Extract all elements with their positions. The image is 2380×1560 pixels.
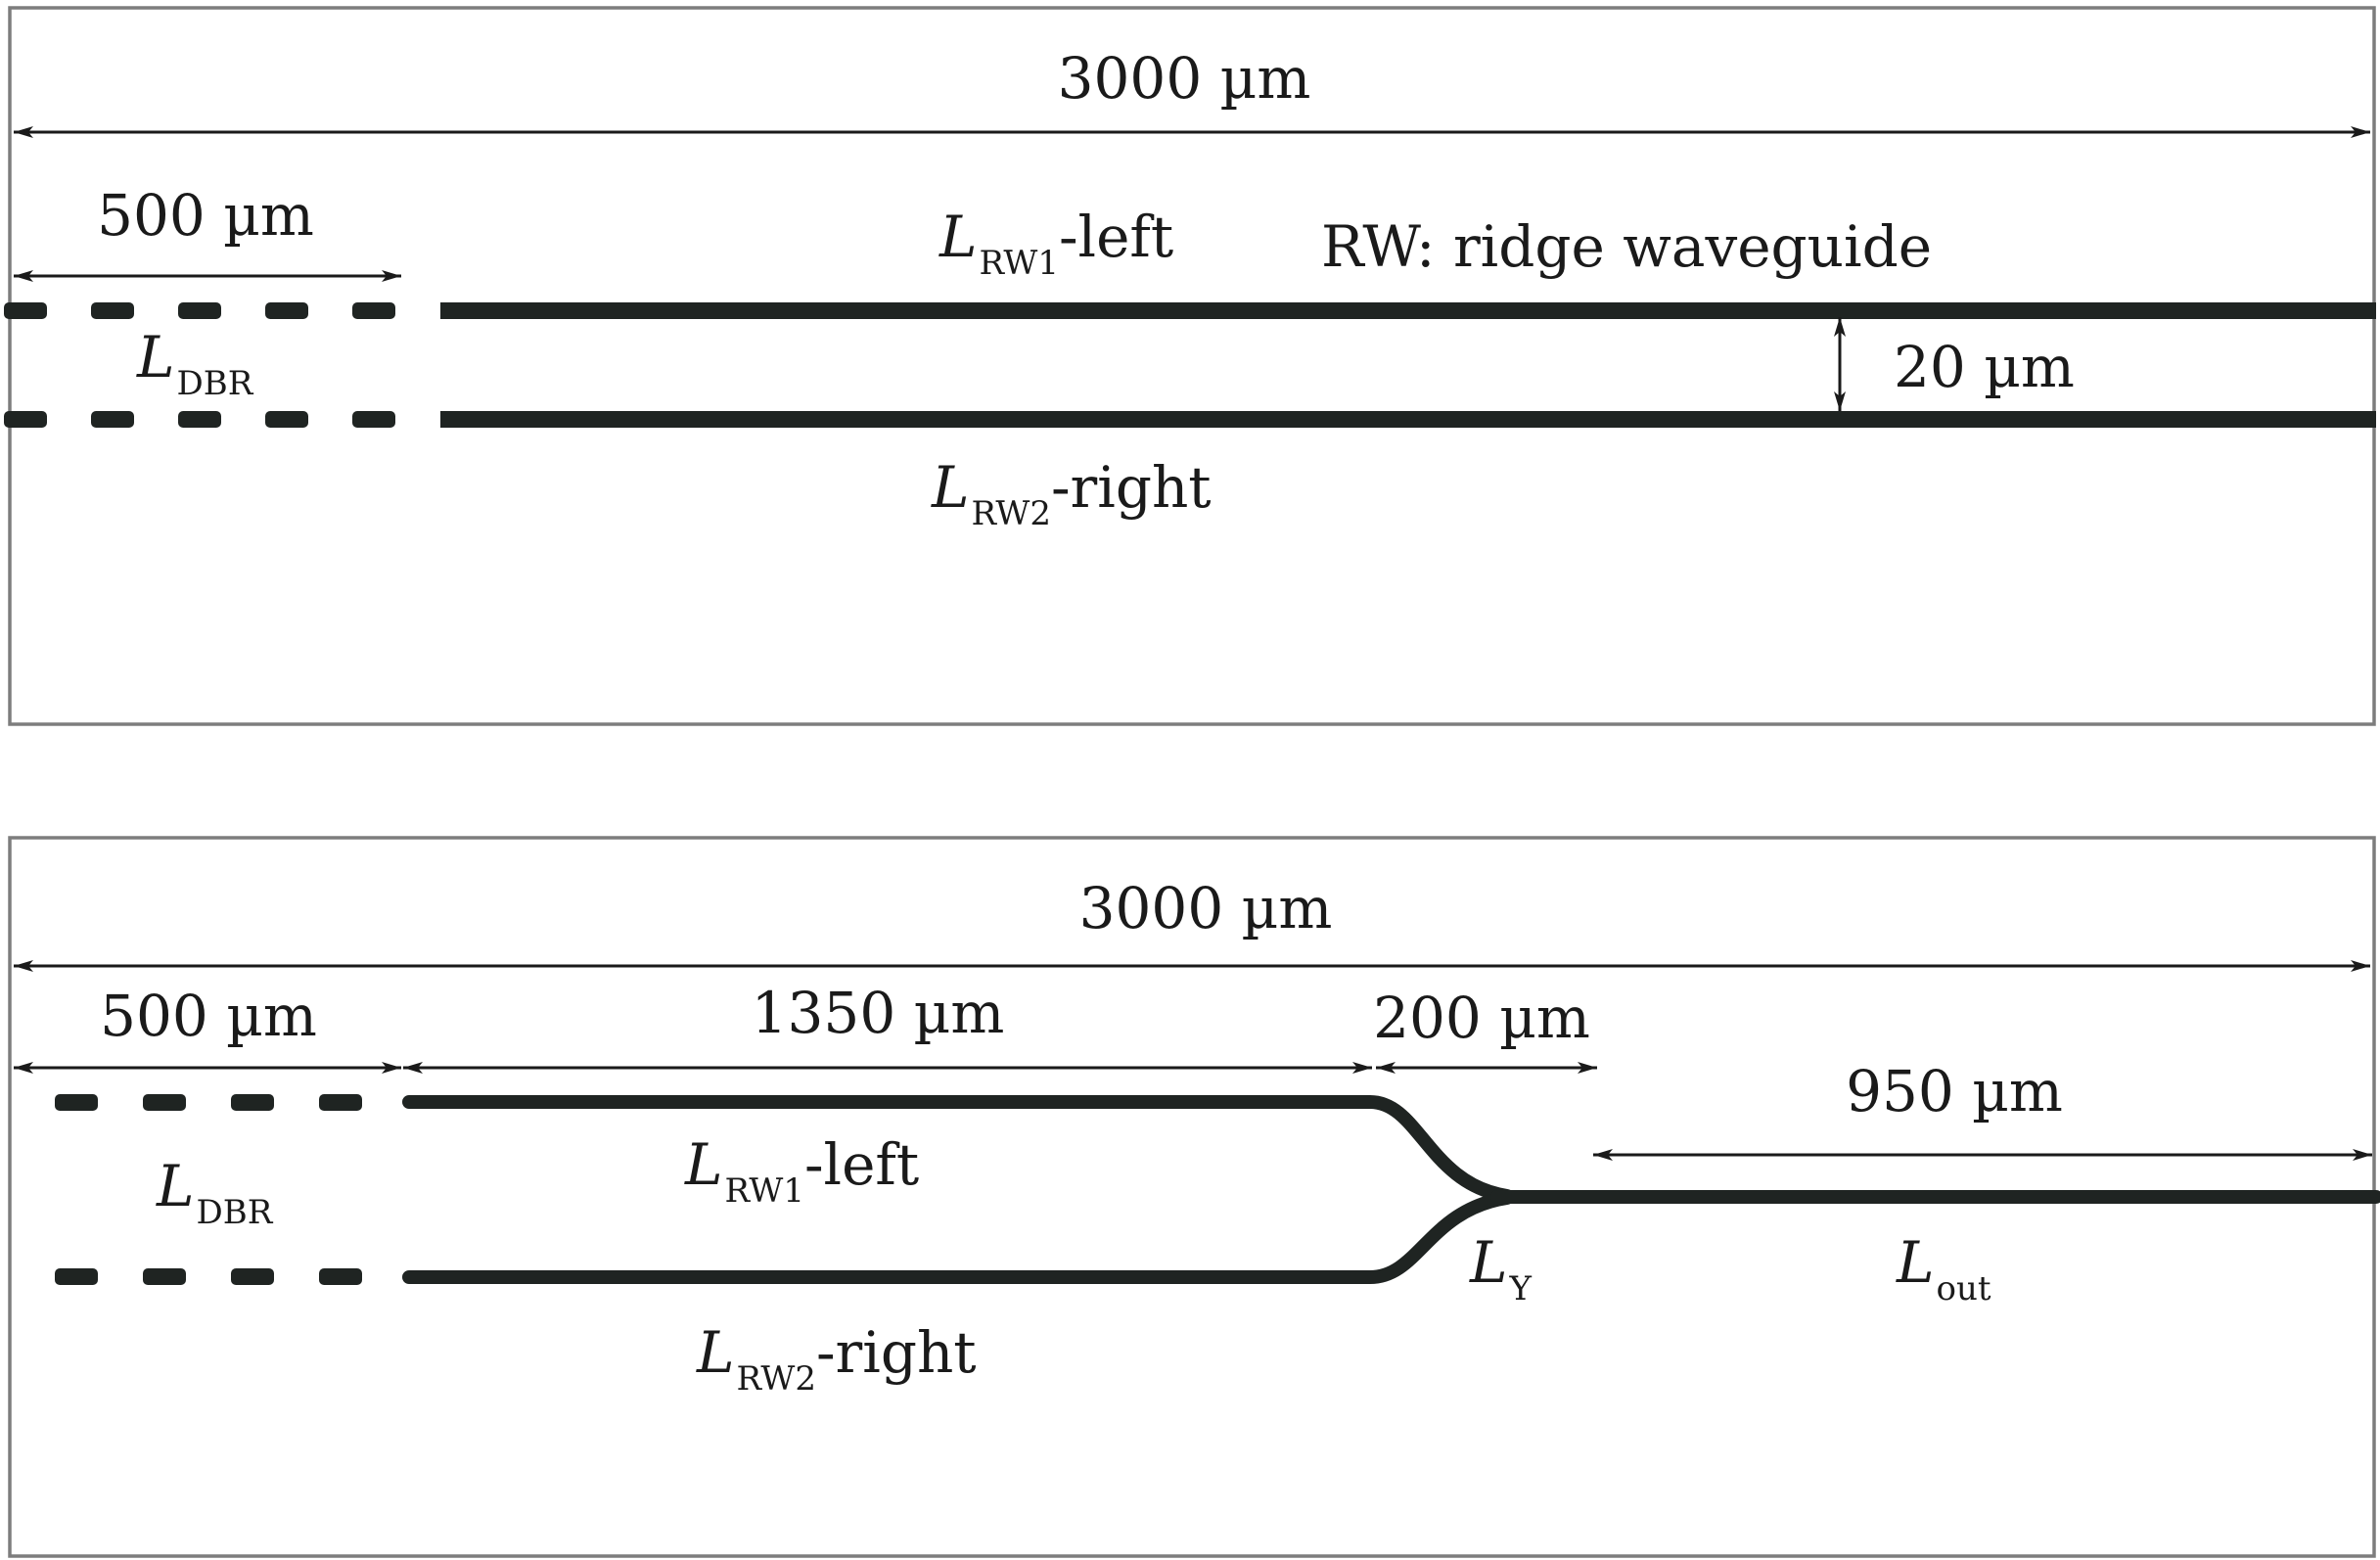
bottom-rw1-label: LRW1-left [684, 1131, 919, 1211]
top-rw1-label: LRW1-left [938, 204, 1173, 283]
top-lower-dbr-segment [4, 411, 47, 428]
top-rw2-label: LRW2-right [931, 454, 1212, 533]
bottom-dbr-length-label: 500 µm [100, 983, 317, 1049]
bottom-panel: 3000 µm 500 µm 1350 µm 200 µm 950 µm [8, 836, 2380, 1558]
top-upper-dbr-segment [265, 302, 308, 319]
top-upper-dbr-segment [91, 302, 134, 319]
bottom-total-length-label: 3000 µm [1079, 875, 1333, 941]
top-lower-dbr-segment [178, 411, 221, 428]
top-spacing-label: 20 µm [1894, 334, 2075, 400]
bottom-upper-dbr-segment [231, 1094, 274, 1111]
top-dbr-length-label: 500 µm [97, 182, 314, 249]
top-upper-dbr-segment [4, 302, 47, 319]
bottom-lower-dbr [55, 1268, 362, 1285]
ridge-waveguide-note: RW: ridge waveguide [1321, 213, 1932, 280]
bottom-lower-dbr-segment [319, 1268, 362, 1285]
top-lower-waveguide [4, 411, 2376, 428]
bottom-lower-arm-waveguide [402, 1191, 1514, 1284]
bottom-out-label: Lout [1896, 1229, 1991, 1308]
bottom-upper-dbr-segment [319, 1094, 362, 1111]
bottom-lower-dbr-segment [231, 1268, 274, 1285]
bottom-y-length-label: 200 µm [1373, 985, 1590, 1051]
bottom-lower-dbr-segment [143, 1268, 186, 1285]
top-panel: 3000 µm 500 µm 20 µm LDBR [4, 6, 2376, 726]
bottom-lower-dbr-segment [55, 1268, 98, 1285]
top-lower-dbr-segment [352, 411, 395, 428]
top-dbr-label: LDBR [136, 324, 254, 403]
top-upper-dbr-segment [178, 302, 221, 319]
top-lower-ridge [440, 411, 2376, 428]
top-lower-dbr-segment [265, 411, 308, 428]
top-lower-dbr-segment [91, 411, 134, 428]
bottom-rw2-label: LRW2-right [696, 1319, 977, 1399]
bottom-upper-arm-waveguide [402, 1095, 1514, 1203]
bottom-upper-dbr-segment [55, 1094, 98, 1111]
bottom-dbr-label: LDBR [156, 1153, 274, 1232]
bottom-upper-dbr [55, 1094, 362, 1111]
bottom-y-label: LY [1469, 1229, 1533, 1308]
top-panel-frame [8, 6, 2376, 726]
top-total-length-label: 3000 µm [1058, 45, 1311, 112]
bottom-upper-dbr-segment [143, 1094, 186, 1111]
bottom-out-length-label: 950 µm [1846, 1058, 2063, 1124]
top-upper-dbr-segment [352, 302, 395, 319]
top-upper-waveguide [4, 302, 2376, 319]
bottom-straight-length-label: 1350 µm [752, 980, 1005, 1046]
top-upper-ridge [440, 302, 2376, 319]
